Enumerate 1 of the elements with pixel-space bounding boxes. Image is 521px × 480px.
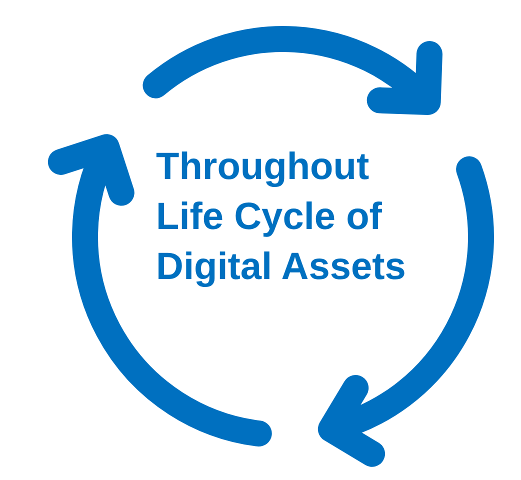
center-label: Throughout Life Cycle of Digital Assets xyxy=(156,145,407,290)
